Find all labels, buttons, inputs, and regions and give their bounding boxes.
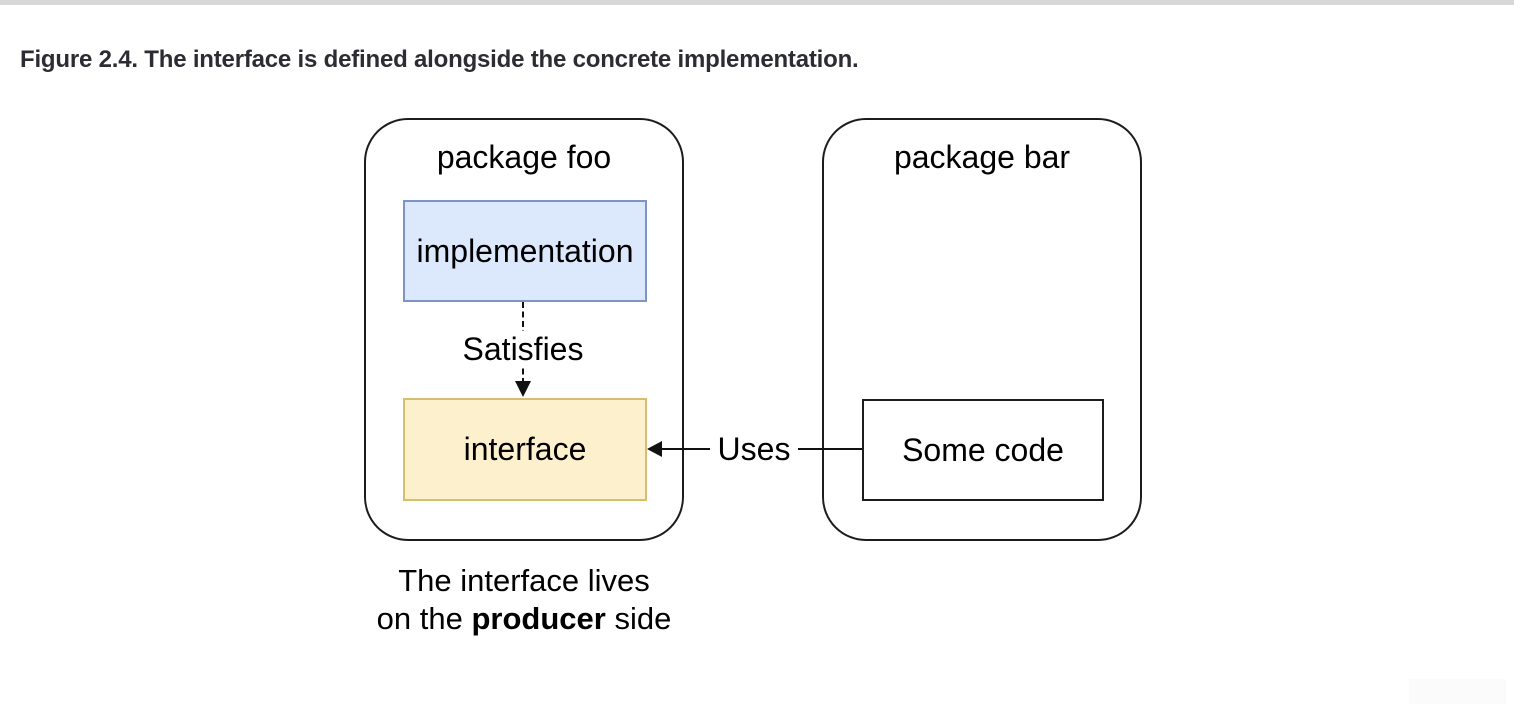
some-code-node: Some code	[862, 399, 1104, 501]
interface-node: interface	[403, 398, 647, 501]
producer-side-annotation: The interface lives on the producer side	[344, 562, 704, 638]
horizontal-scrollbar-thumb[interactable]	[1409, 679, 1506, 704]
implementation-label: implementation	[416, 232, 634, 269]
satisfies-arrowhead-icon	[515, 381, 531, 397]
annotation-producer-bold: producer	[471, 601, 606, 636]
uses-arrowhead-icon	[647, 441, 662, 457]
annotation-line1: The interface lives	[398, 563, 650, 598]
annotation-line2-prefix: on the	[376, 601, 472, 636]
top-border-bar	[0, 0, 1514, 5]
annotation-line2-suffix: side	[605, 601, 672, 636]
satisfies-edge-label: Satisfies	[443, 331, 603, 368]
package-foo-label: package foo	[436, 139, 612, 175]
uses-edge-label: Uses	[710, 431, 798, 468]
figure-caption: Figure 2.4. The interface is defined alo…	[20, 46, 859, 73]
package-bar-label: package bar	[893, 139, 1071, 175]
implementation-node: implementation	[403, 200, 647, 302]
interface-label: interface	[463, 431, 587, 467]
some-code-label: Some code	[902, 431, 1064, 468]
